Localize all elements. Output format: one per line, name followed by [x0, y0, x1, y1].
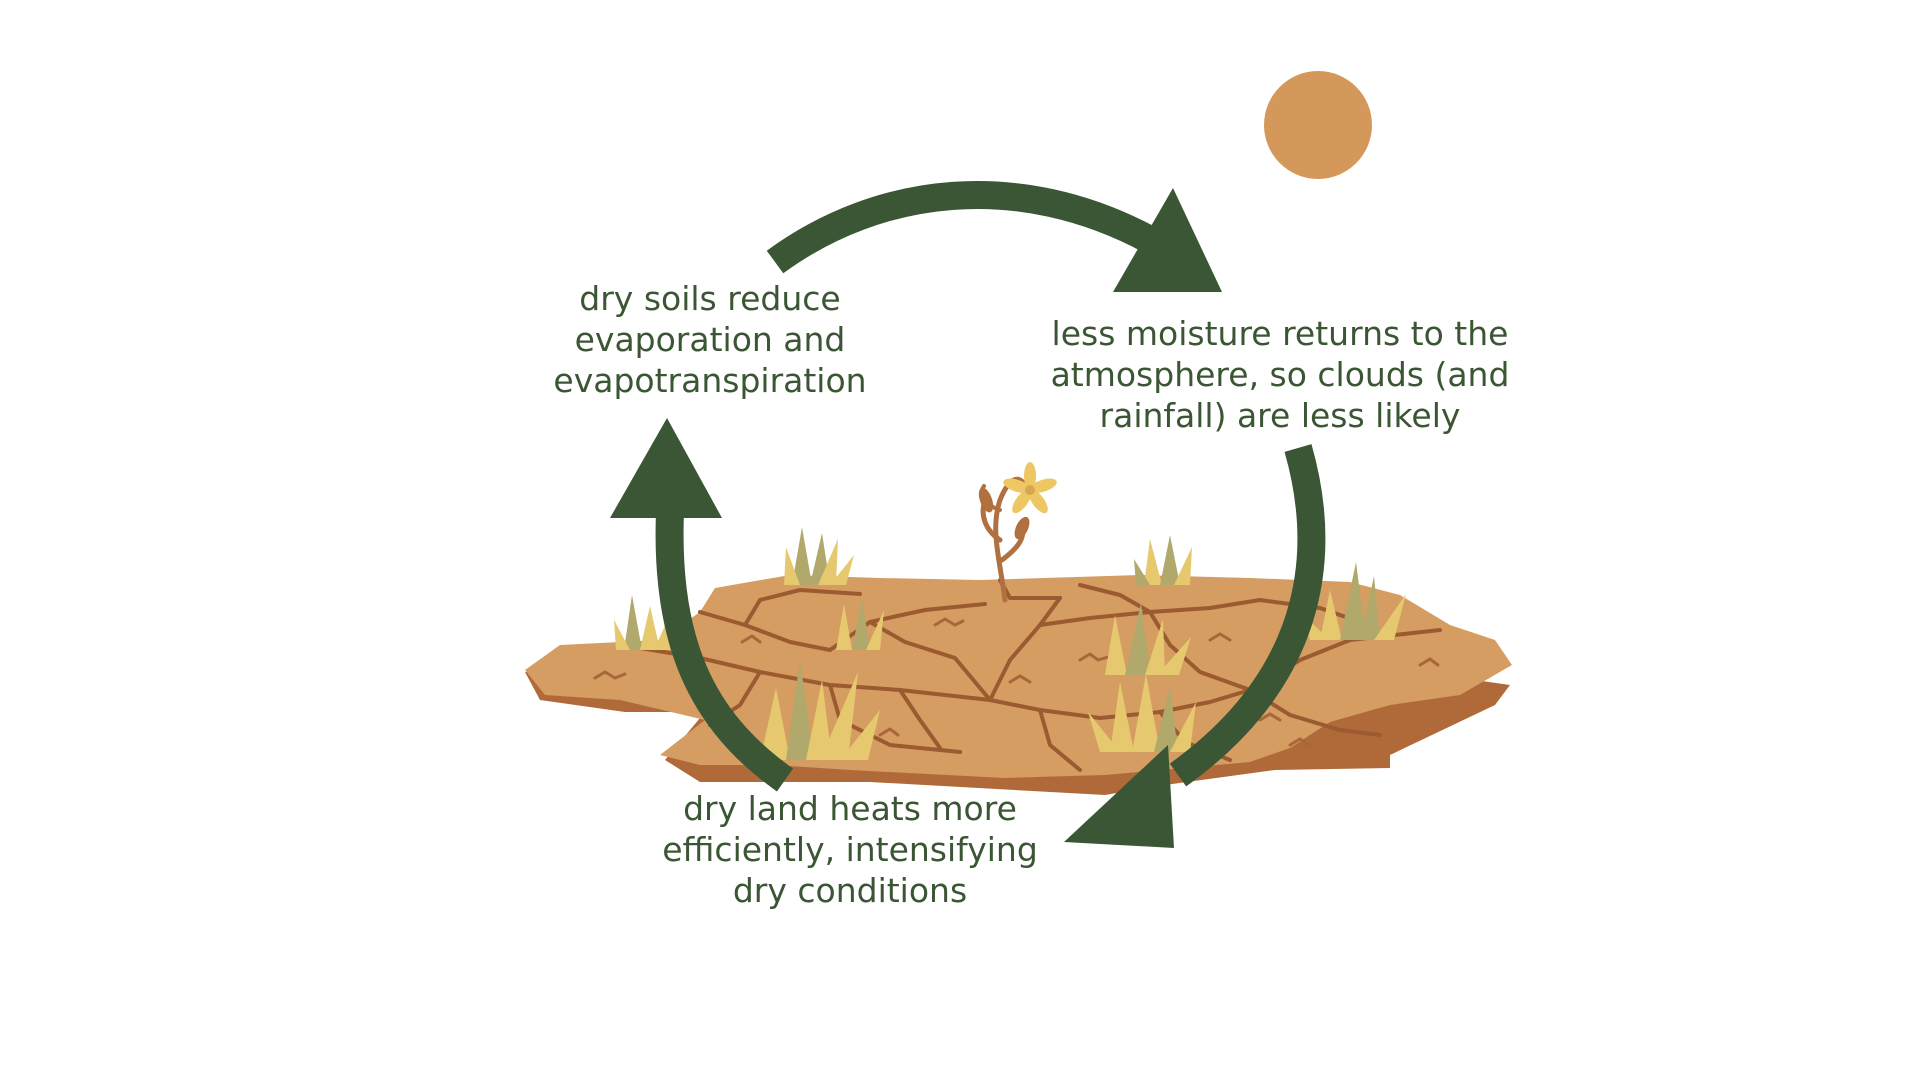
wilted-flower-icon: [978, 462, 1057, 603]
step-label-line: evaporation and: [574, 320, 846, 359]
step-label-line: rainfall) are less likely: [1099, 396, 1461, 435]
step-label-line: efficiently, intensifying: [662, 830, 1038, 869]
step-label-line: atmosphere, so clouds (and: [1050, 355, 1510, 394]
step-label-reduce-evaporation: dry soils reduce evaporation and evapotr…: [510, 278, 910, 401]
sun-icon: [1264, 71, 1372, 179]
step-label-line: dry conditions: [732, 871, 968, 910]
step-label-land-heats: dry land heats more efficiently, intensi…: [640, 788, 1060, 911]
cycle-arrow-icon: [610, 181, 1326, 848]
step-label-line: less moisture returns to the: [1051, 314, 1509, 353]
step-label-line: dry soils reduce: [579, 279, 841, 318]
step-label-line: dry land heats more: [683, 789, 1017, 828]
step-label-less-moisture: less moisture returns to the atmosphere,…: [1030, 313, 1530, 436]
grass-tuft-icon: [614, 527, 1406, 760]
step-label-line: evapotranspiration: [553, 361, 867, 400]
